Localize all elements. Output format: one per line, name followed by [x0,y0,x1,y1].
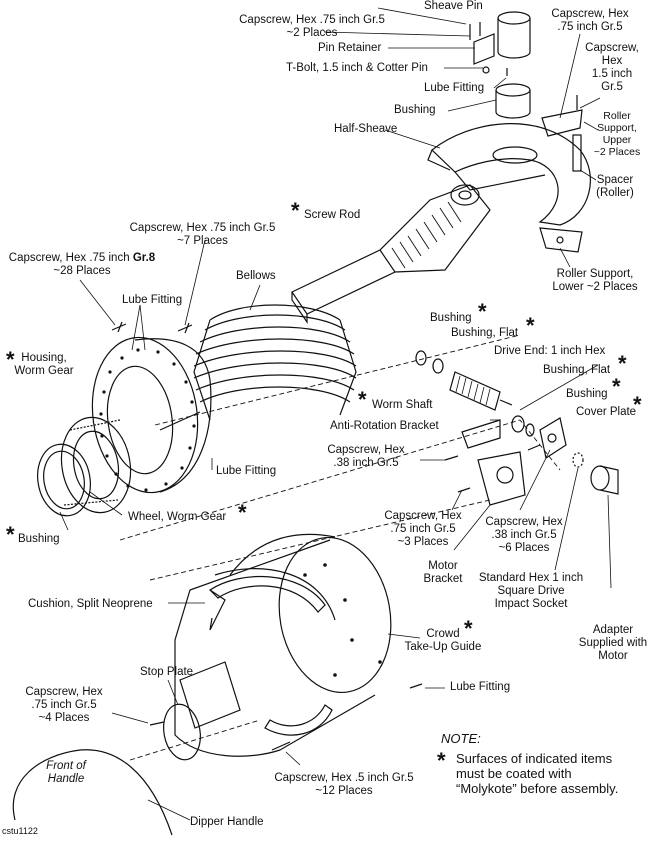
label-lube-fitting-bottom: Lube Fitting [450,681,511,693]
note-text: Surfaces of indicated items must be coat… [456,751,619,796]
label-adapter: Adapter Supplied with Motor [578,624,648,662]
label-capscrew-hex-5-gr5-12-places: Capscrew, Hex .5 inch Gr.5 ~12 Places [274,772,414,797]
asterisk-bushing-flat-2: * [618,351,627,376]
label-capscrew-hex-38-gr5: Capscrew, Hex .38 inch Gr.5 [327,444,405,469]
label-cushion: Cushion, Split Neoprene [28,598,153,610]
dipper-handle-drawing [12,749,173,836]
label-motor-bracket: Motor Bracket [423,560,463,585]
label-capscrew-hex-75-gr5-4-places: Capscrew, Hex .75 inch Gr.5 ~4 Places [25,686,103,724]
capscrew-drawings [111,321,541,751]
label-capscrew-hex-75-gr5-2-places: Capscrew, Hex .75 inch Gr.5 ~2 Places [239,14,385,39]
label-pin-retainer: Pin Retainer [318,42,382,54]
label-front-of-handle: Front of Handle [46,760,86,785]
bracket-drawing [461,419,526,506]
label-roller-support-upper: Roller Support, Upper ~2 Places [593,110,641,158]
figure-id: cstu1122 [2,826,38,836]
label-worm-shaft: Worm Shaft [372,399,433,411]
sheave-pin-drawing [469,11,531,76]
label-lube-fitting-top: Lube Fitting [424,82,485,94]
label-t-bolt: T-Bolt, 1.5 inch & Cotter Pin [286,62,428,74]
worm-shaft-drawing [415,350,567,459]
housing-drawing [91,336,212,494]
label-anti-rotation-bracket: Anti-Rotation Bracket [330,420,439,432]
note-asterisk: * [437,748,446,773]
label-roller-support-lower: Roller Support, Lower ~2 Places [552,268,638,293]
label-bellows: Bellows [236,270,276,282]
label-spacer-roller: Spacer (Roller) [596,174,634,199]
adapter-drawing [572,452,619,495]
asterisk-crowd: * [464,616,473,641]
label-stop-plate: Stop Plate [140,666,194,678]
label-bushing-left: Bushing [18,533,60,545]
label-capscrew-hex-75-gr5-7-places: Capscrew, Hex .75 inch Gr.5 ~7 Places [129,222,276,247]
label-cover-plate: Cover Plate [576,406,637,418]
bushing-top-drawing [495,83,531,119]
bellows-drawing [193,304,357,421]
leader-lines [59,7,612,821]
note-title: NOTE: [441,731,481,746]
asterisk-bushing-right: * [612,374,621,399]
label-half-sheave: Half-Sheave [334,123,398,135]
alignment-dashes [119,334,561,761]
stop-plate-drawing [163,703,201,761]
asterisk-bushing-left: * [6,522,15,547]
label-lube-fitting-left: Lube Fitting [122,294,183,306]
label-bushing-top: Bushing [394,104,436,116]
asterisk-housing: * [6,347,15,372]
label-drive-end: Drive End: 1 inch Hex [494,345,606,357]
label-impact-socket: Standard Hex 1 inch Square Drive Impact … [478,572,584,610]
label-crowd-take-up-guide: Crowd Take-Up Guide [404,628,482,653]
asterisk-cover-plate: * [633,392,642,417]
asterisk-wheel: * [238,500,247,525]
asterisk-bushing-flat-1: * [526,313,535,338]
label-bushing-flat-1: Bushing, Flat [451,327,519,339]
label-capscrew-hex-38-gr5-6-places: Capscrew, Hex .38 inch Gr.5 ~6 Places [485,516,563,554]
asterisk-bushing-worm: * [478,299,487,324]
worm-wheel-drawing [37,416,132,517]
roller-support-drawing [539,95,583,253]
label-wheel-worm-gear: Wheel, Worm Gear [128,511,227,523]
label-bushing-right: Bushing [566,388,608,400]
label-screw-rod: Screw Rod [304,209,361,221]
screw-rod-drawing [291,184,491,324]
label-capscrew-hex-15-gr5: Capscrew, Hex 1.5 inch Gr.5 [585,42,639,93]
half-sheave-drawing [427,123,591,226]
label-lube-fitting-mid: Lube Fitting [216,465,277,477]
label-capscrew-hex-75-gr5-right: Capscrew, Hex .75 inch Gr.5 [551,8,629,33]
asterisk-screw-rod: * [291,198,300,223]
label-dipper-handle: Dipper Handle [190,816,264,828]
label-housing-worm-gear: Housing, Worm Gear [14,352,74,377]
label-sheave-pin: Sheave Pin [424,0,483,12]
label-bushing-flat-2: Bushing, Flat [543,364,611,376]
label-capscrew-hex-75-gr5-3-places: Capscrew, Hex .75 inch Gr.5 ~3 Places [384,510,462,548]
asterisk-worm-shaft: * [358,387,367,412]
label-capscrew-hex-75-gr8-28-places: Capscrew, Hex .75 inch Gr.8 ~28 Places [8,252,156,277]
label-bushing-worm: Bushing [430,312,472,324]
cushion-drawing [209,575,333,736]
crowd-guide-drawing [174,533,392,757]
